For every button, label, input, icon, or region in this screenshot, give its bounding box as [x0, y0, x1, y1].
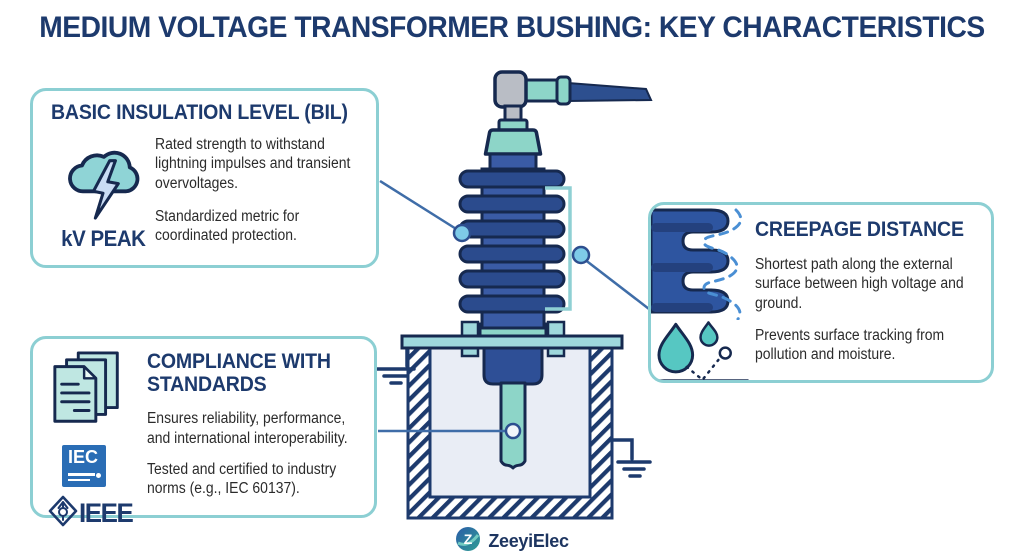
bushing-sheds-path-icon — [651, 208, 751, 325]
brand-logo-letter: Z — [464, 531, 473, 547]
documents-stack-icon — [49, 351, 129, 435]
connector-ring-compliance — [504, 422, 522, 440]
storm-cloud-lightning-icon — [60, 132, 146, 225]
brand-name: ZeeyiElec — [488, 531, 569, 551]
ieee-logo: IEEE — [47, 494, 147, 533]
brand-logo-icon: Z — [455, 526, 481, 557]
iec-logo-underline — [68, 473, 95, 476]
compliance-paragraph-2: Tested and certified to industry norms (… — [147, 460, 337, 498]
card-basic-insulation-level: BASIC INSULATION LEVEL (BIL) kV PEAK Rat… — [30, 88, 379, 268]
bil-paragraph-1: Rated strength to withstand lightning im… — [155, 135, 351, 193]
bil-paragraph-2: Standardized metric for coordinated prot… — [155, 207, 300, 245]
cable — [567, 81, 653, 103]
brand-footer: Z ZeeyiElec — [0, 526, 1024, 557]
creepage-bracket — [545, 186, 572, 311]
connector-line-bil — [379, 179, 462, 234]
bushing-lower-assembly — [482, 346, 544, 470]
connector-dot-creepage — [571, 245, 591, 265]
creepage-card-title: CREEPAGE DISTANCE — [755, 218, 964, 241]
ground-symbol-left — [375, 346, 416, 385]
bushing-column — [458, 152, 566, 330]
iec-logo-text: IEC — [68, 447, 99, 467]
card-compliance-standards: IEC IEEE COMPLI — [30, 336, 377, 528]
ieee-logo-text: IEEE — [79, 498, 134, 528]
compliance-card-title: COMPLIANCE WITH STANDARDS — [147, 350, 331, 396]
creepage-paragraph-1: Shortest path along the external surface… — [755, 255, 964, 313]
card-creepage-distance: CREEPAGE DISTANCE Shortest path along th… — [648, 202, 994, 383]
iec-logo: IEC — [62, 445, 106, 487]
page-title: MEDIUM VOLTAGE TRANSFORMER BUSHING: KEY … — [39, 11, 985, 44]
compliance-paragraph-1: Ensures reliability, performance, and in… — [147, 410, 348, 448]
ieee-diamond-icon — [47, 494, 79, 533]
ground-symbol-right — [610, 438, 652, 478]
creepage-paragraph-2: Prevents surface tracking from pollution… — [755, 326, 945, 364]
connector-dot-bil — [452, 223, 472, 243]
bushing-cap — [483, 128, 543, 156]
kv-peak-label: kV PEAK — [60, 225, 146, 251]
bushing-top-terminal — [483, 70, 653, 156]
connector-line-creepage — [583, 258, 650, 310]
droplets-surface-icon — [656, 320, 751, 380]
bil-card-title: BASIC INSULATION LEVEL (BIL) — [51, 101, 348, 124]
bushing-fins — [458, 169, 566, 314]
